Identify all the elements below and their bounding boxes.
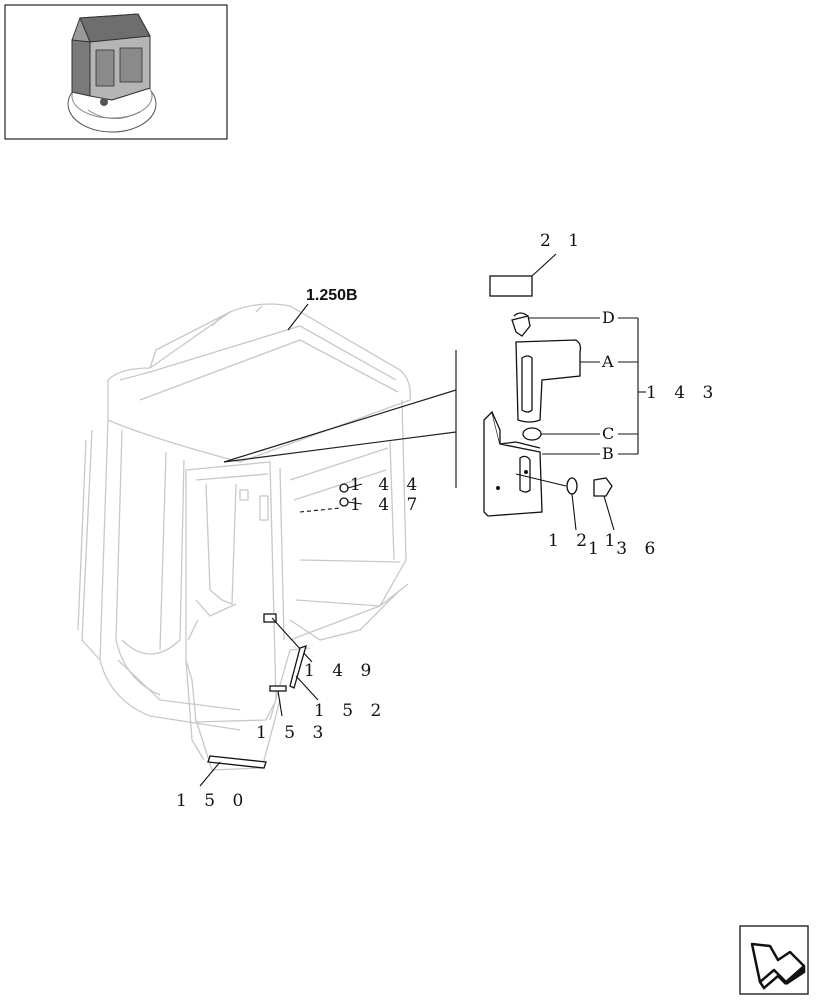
part-c-clip[interactable] bbox=[522, 427, 600, 441]
part-a-bracket[interactable] bbox=[515, 339, 600, 423]
callout-144: 1 4 4 bbox=[350, 475, 423, 495]
callout-121: 1 2 1 bbox=[548, 531, 621, 551]
thumbnail-view[interactable] bbox=[4, 4, 228, 140]
callout-153: 1 5 3 bbox=[256, 723, 329, 743]
callout-21: 2 1 bbox=[540, 231, 585, 251]
part-153-strip[interactable] bbox=[269, 685, 287, 717]
part-143-bracket-lines bbox=[618, 317, 646, 455]
part-147-nut[interactable] bbox=[299, 497, 363, 513]
callout-136: 1 3 6 bbox=[588, 539, 661, 559]
navigation-arrow-button[interactable] bbox=[739, 925, 809, 995]
reference-label[interactable]: 1.250B bbox=[306, 287, 358, 304]
part-121-washer[interactable] bbox=[566, 477, 578, 531]
part-b-base-bracket[interactable] bbox=[483, 410, 600, 517]
cab-thumbnail-icon bbox=[67, 13, 157, 133]
callout-143: 1 4 3 bbox=[646, 383, 719, 403]
callout-150: 1 5 0 bbox=[176, 791, 249, 811]
letter-d: D bbox=[602, 308, 615, 327]
part-136-bolt[interactable] bbox=[593, 477, 615, 531]
part-152-seal[interactable] bbox=[289, 644, 319, 701]
part-150-seal-strip[interactable] bbox=[199, 755, 267, 787]
part-d-knob[interactable] bbox=[511, 312, 600, 337]
callout-149: 1 4 9 bbox=[304, 661, 377, 681]
part-149-clip[interactable] bbox=[263, 613, 313, 663]
callout-147: 1 4 7 bbox=[350, 495, 423, 515]
letter-a: A bbox=[601, 352, 614, 371]
detail-leader-lines bbox=[223, 303, 457, 488]
cab-frame bbox=[77, 303, 411, 771]
part-21-decal[interactable] bbox=[489, 253, 557, 297]
part-144-nut[interactable] bbox=[339, 483, 363, 493]
back-arrow-icon bbox=[750, 942, 806, 990]
letter-b: B bbox=[602, 444, 614, 463]
letter-c: C bbox=[602, 424, 614, 443]
callout-152: 1 5 2 bbox=[314, 701, 387, 721]
